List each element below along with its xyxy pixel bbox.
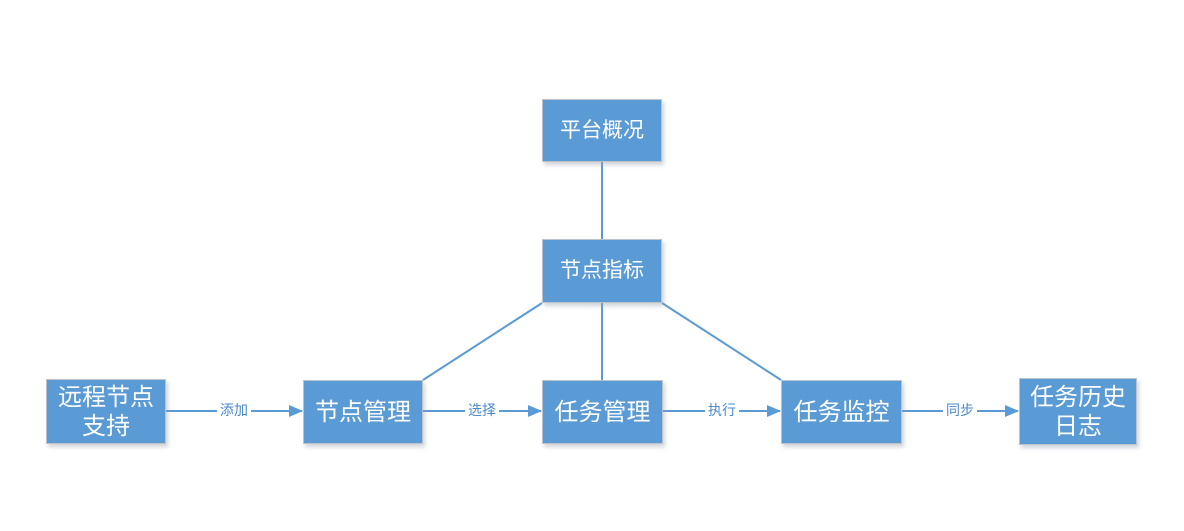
node-node-management: 节点管理 (303, 380, 423, 444)
node-task-history-log: 任务历史 日志 (1019, 378, 1137, 445)
edge-label-add: 添加 (217, 401, 251, 421)
node-task-management: 任务管理 (542, 380, 663, 444)
node-remote-node-support: 远程节点 支持 (46, 379, 166, 444)
edge-label-execute: 执行 (705, 401, 739, 421)
node-node-metrics: 节点指标 (542, 239, 662, 303)
edge-label-sync: 同步 (943, 401, 977, 421)
connector-metrics-to-task-monitoring (661, 302, 782, 381)
node-platform-overview: 平台概况 (542, 99, 662, 162)
edge-label-select: 选择 (465, 401, 499, 421)
node-task-monitoring: 任务监控 (781, 380, 902, 444)
connector-metrics-to-node-management (422, 302, 543, 381)
